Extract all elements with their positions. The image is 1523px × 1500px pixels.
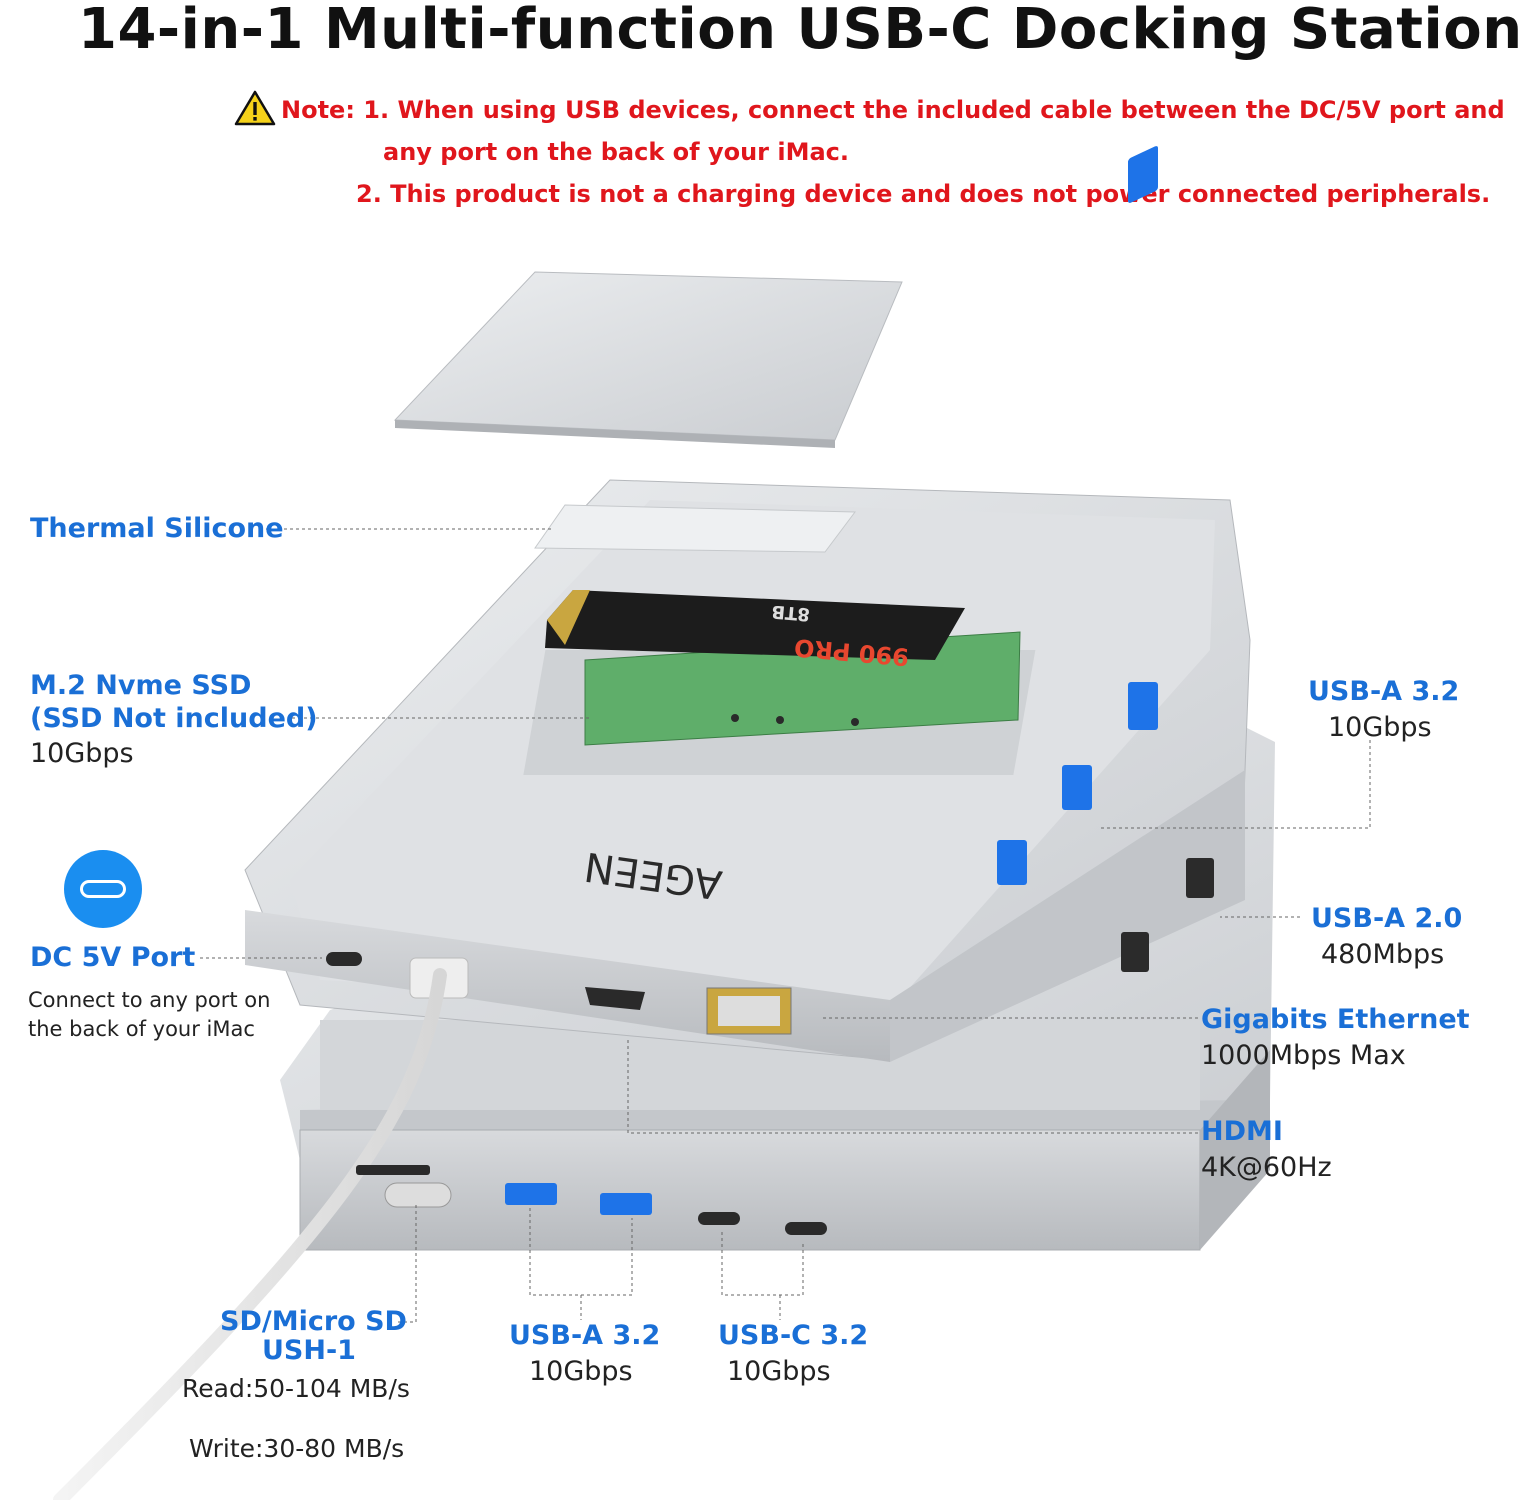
label-sd-read: Read:50-104 MB/s	[182, 1374, 410, 1403]
label-m2-note: (SSD Not included)	[30, 703, 318, 734]
nvme-ssd: 990 PRO 8TB	[545, 590, 965, 671]
warning-icon	[234, 90, 276, 126]
note-line-1: Note: 1. When using USB devices, connect…	[281, 96, 1505, 124]
label-sd-title-1: SD/Micro SD	[220, 1306, 407, 1337]
note-line-3: 2. This product is not a charging device…	[356, 180, 1491, 208]
dc-5v-port	[326, 952, 362, 966]
svg-text:8TB: 8TB	[771, 600, 811, 624]
usb-a32-bottom-port	[600, 1193, 652, 1215]
label-usbc32-title: USB-C 3.2	[718, 1320, 869, 1351]
label-thermal-silicone: Thermal Silicone	[30, 513, 284, 544]
label-dc-desc-2: the back of your iMac	[28, 1017, 255, 1041]
usb-c32-port	[698, 1212, 740, 1225]
label-usba32-right-title: USB-A 3.2	[1308, 676, 1460, 707]
label-usba32-right-speed: 10Gbps	[1328, 712, 1432, 743]
hdmi-port	[585, 987, 645, 1010]
label-m2-speed: 10Gbps	[30, 738, 134, 769]
usb-a20-port	[1121, 932, 1149, 972]
label-sd-write: Write:30-80 MB/s	[189, 1434, 405, 1463]
thermal-pad	[534, 504, 856, 553]
label-hdmi-title: HDMI	[1201, 1116, 1283, 1147]
label-dc-desc-1: Connect to any port on	[28, 988, 271, 1012]
usb-c32-port	[785, 1222, 827, 1235]
micro-sd-slot	[356, 1165, 430, 1175]
product-illustration: 990 PRO 8TB AGEEN	[53, 146, 1371, 1500]
label-usba32-bottom-title: USB-A 3.2	[509, 1320, 661, 1351]
label-ethernet-speed: 1000Mbps Max	[1201, 1040, 1406, 1071]
leader-lines	[200, 528, 1371, 1323]
usb-a32-right-ports	[997, 146, 1158, 885]
sd-slot	[384, 1182, 452, 1208]
label-hdmi-speed: 4K@60Hz	[1201, 1152, 1332, 1183]
usb-a32-bottom-port	[505, 1183, 557, 1205]
label-usba32-bottom-speed: 10Gbps	[529, 1356, 633, 1387]
label-usba20-speed: 480Mbps	[1321, 939, 1445, 970]
label-sd-title-2: USH-1	[262, 1335, 356, 1366]
label-usbc32-speed: 10Gbps	[727, 1356, 831, 1387]
ssd-cover-plate	[393, 271, 903, 448]
note-line-2: any port on the back of your iMac.	[383, 138, 849, 166]
usb-c-icon	[64, 850, 142, 928]
label-usba20-title: USB-A 2.0	[1311, 903, 1463, 934]
label-m2-title: M.2 Nvme SSD	[30, 670, 252, 701]
usb-a20-port	[1186, 858, 1214, 898]
label-dc-title: DC 5V Port	[30, 942, 196, 973]
label-ethernet-title: Gigabits Ethernet	[1201, 1004, 1470, 1035]
page-title: 14-in-1 Multi-function USB-C Docking Sta…	[78, 0, 1523, 62]
usb-c-cable	[53, 968, 447, 1500]
